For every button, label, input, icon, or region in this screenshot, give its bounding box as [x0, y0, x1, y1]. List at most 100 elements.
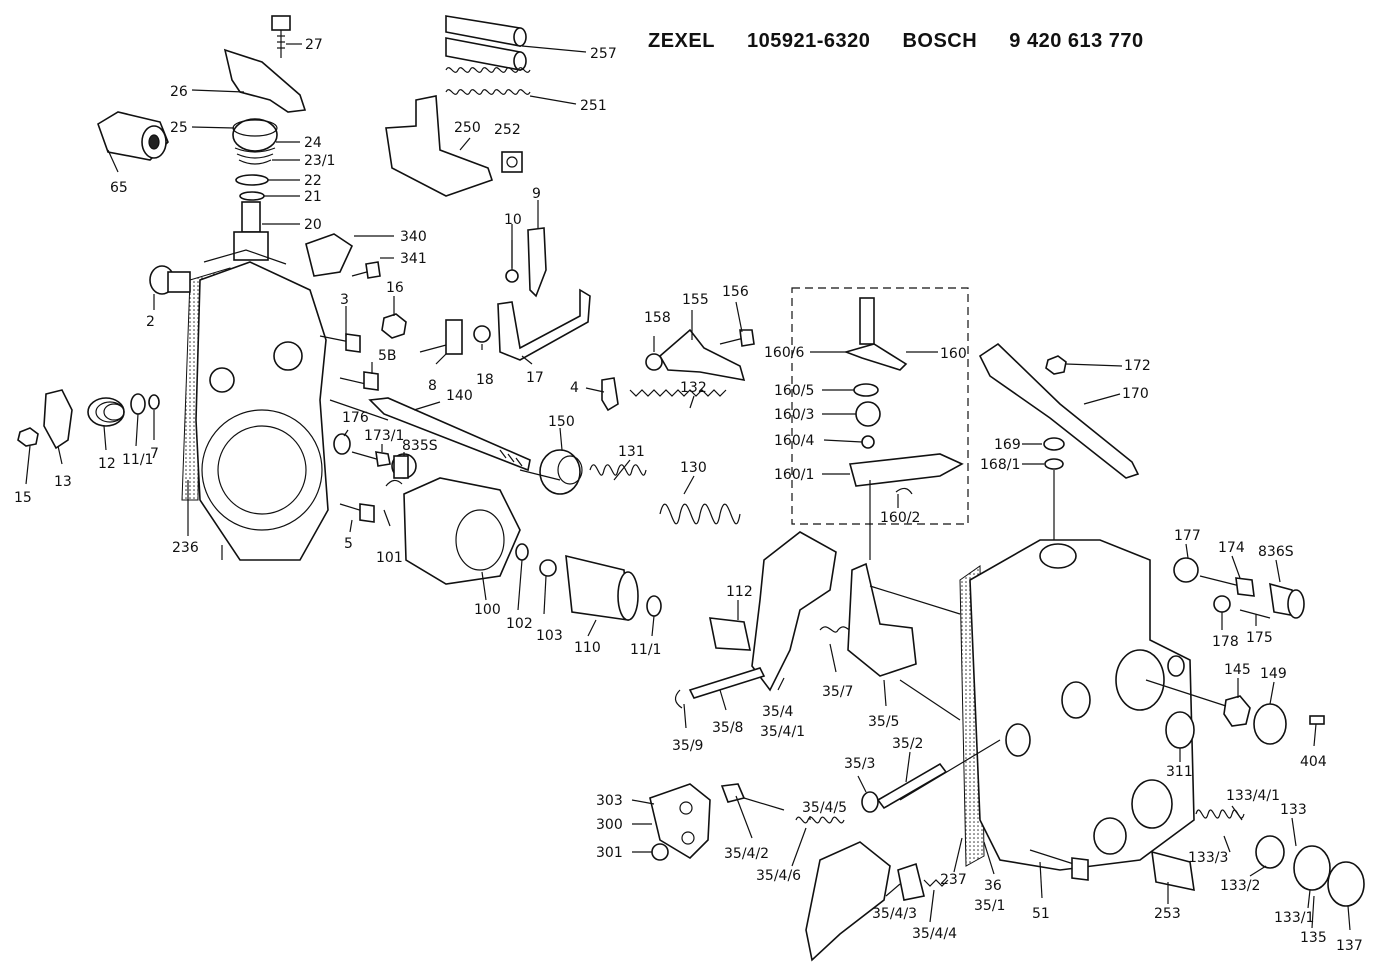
label-172: 172: [1124, 358, 1151, 374]
sleeve-160-3: [855, 401, 881, 427]
screw-174: [1199, 575, 1255, 597]
label-160-2: 160/2: [880, 510, 920, 526]
pin-160-6: [843, 297, 908, 371]
oring-7: [148, 394, 160, 410]
washers-21-22: [235, 174, 269, 201]
label-160-3: 160/3: [774, 407, 814, 423]
clip-35-9: [674, 689, 683, 709]
label-7: 7: [150, 446, 159, 462]
spring-160-5: [853, 383, 879, 397]
label-23-1: 23/1: [304, 153, 335, 169]
washer-160-4: [861, 435, 875, 449]
label-340: 340: [400, 229, 427, 245]
springs-251: [445, 67, 531, 95]
label-133-1: 133/1: [1274, 910, 1314, 926]
clip-4: [601, 377, 619, 412]
label-169: 169: [994, 437, 1021, 453]
label-158: 158: [644, 310, 671, 326]
brand-bosch: BOSCH: [902, 30, 978, 52]
label-176: 176: [342, 410, 369, 426]
sleeve-110: [565, 554, 639, 621]
label-36: 36: [984, 878, 1002, 894]
label-4: 4: [570, 380, 579, 396]
label-51: 51: [1032, 906, 1050, 922]
spring-130: [659, 503, 741, 525]
lever-170: [978, 342, 1140, 479]
spring-132: [629, 389, 727, 397]
block-112: [708, 617, 752, 651]
screw-27: [271, 15, 291, 58]
label-133-4-1: 133/4/1: [1226, 788, 1280, 804]
label-101: 101: [376, 550, 403, 566]
lever-155: [658, 328, 746, 382]
label-301: 301: [596, 845, 623, 861]
label-160-1: 160/1: [774, 467, 814, 483]
label-145: 145: [1224, 662, 1251, 678]
label-341: 341: [400, 251, 427, 267]
label-160-4: 160/4: [774, 433, 814, 449]
spring-12: [87, 397, 125, 427]
sleeve-257: [445, 15, 527, 71]
screw-341: [351, 261, 381, 279]
label-11-1b: 11/1: [630, 642, 661, 658]
label-311: 311: [1166, 764, 1193, 780]
screw-173-1: [351, 451, 391, 467]
nut-172: [1045, 355, 1067, 375]
washer-168-1: [1044, 458, 1064, 470]
cap-836S: [1269, 582, 1305, 619]
label-11-1a: 11/1: [122, 452, 153, 468]
label-100: 100: [474, 602, 501, 618]
ring-149: [1253, 703, 1287, 745]
label-149: 149: [1260, 666, 1287, 682]
label-35-8: 35/8: [712, 720, 743, 736]
label-27: 27: [305, 37, 323, 53]
washer-35-3: [861, 791, 879, 813]
cap-177: [1173, 557, 1199, 583]
callout-labels: 27 26 25 24 23/1 22 21 20 65 340 341 2 3…: [14, 37, 1363, 954]
plate-340: [305, 233, 354, 277]
label-173-1: 173/1: [364, 428, 404, 444]
label-35-4-5: 35/4/5: [802, 800, 847, 816]
ring-102: [515, 543, 529, 561]
label-133-3: 133/3: [1188, 850, 1228, 866]
label-24: 24: [304, 135, 322, 151]
label-3: 3: [340, 292, 349, 308]
label-5B: 5B: [378, 348, 397, 364]
label-18: 18: [476, 372, 494, 388]
label-65: 65: [110, 180, 128, 196]
label-16: 16: [386, 280, 404, 296]
label-178: 178: [1212, 634, 1239, 650]
label-13: 13: [54, 474, 72, 490]
lever-17: [497, 288, 591, 361]
lever-300: [649, 783, 711, 860]
label-155: 155: [682, 292, 709, 308]
screw-35-4-2: [720, 783, 785, 811]
plug-65: [97, 111, 169, 161]
label-35-3: 35/3: [844, 756, 875, 772]
washer-11-1: [130, 393, 146, 415]
label-112: 112: [726, 584, 753, 600]
label-137: 137: [1336, 938, 1363, 954]
label-35-1: 35/1: [974, 898, 1005, 914]
ring-103: [539, 559, 557, 577]
diagram-header: ZEXEL 105921-6320 BOSCH 9 420 613 770: [648, 30, 1144, 53]
label-35-4-6: 35/4/6: [756, 868, 801, 884]
group-160-box: [791, 287, 969, 525]
label-175: 175: [1246, 630, 1273, 646]
ring-311: [1165, 711, 1195, 749]
label-35-4: 35/4: [762, 704, 794, 720]
screw-5: [339, 503, 375, 523]
label-17: 17: [526, 370, 544, 386]
label-836S: 836S: [1258, 544, 1294, 560]
label-174: 174: [1218, 540, 1245, 556]
sleeve-133-2: [1255, 835, 1285, 869]
label-8: 8: [428, 378, 437, 394]
spring-133-3: [1195, 809, 1245, 819]
screw-5B: [339, 371, 379, 391]
oring-137: [1327, 861, 1365, 907]
zexel-part-number: 105921-6320: [747, 30, 871, 52]
link-35-4-1: [805, 841, 891, 962]
nut-252: [501, 151, 523, 173]
spring-35-4-4: [923, 879, 949, 887]
